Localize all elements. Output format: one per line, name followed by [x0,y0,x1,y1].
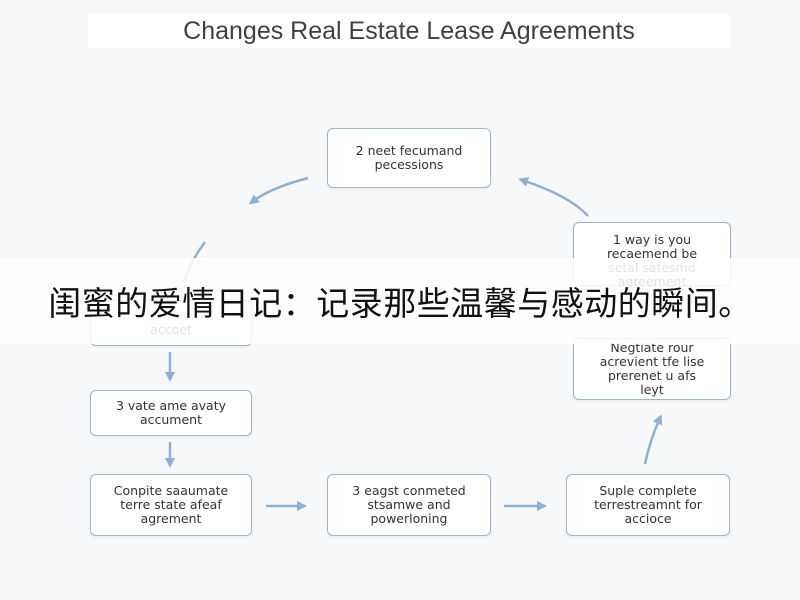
node-right-2: Negtiate rour acrevient tfe lise prerene… [573,338,731,400]
node-bottom-2: 3 eagst conmeted stsamwe and powerloning [327,474,491,536]
arrow-top-to-left-arc [248,176,309,205]
node-top: 2 neet fecumand pecessions [327,128,491,188]
node-bottom-1: Conpite saaumate terre state afeaf agrem… [90,474,252,536]
arrow-bottom3-to-right2 [643,414,663,465]
arrow-right-to-top-arc [518,177,589,217]
diagram-title: Changes Real Estate Lease Agreements [88,14,730,48]
overlay-banner: 闺蜜的爱情日记：记录那些温馨与感动的瞬间。 [0,258,800,344]
node-bottom-3: Suple complete terrestreamnt for accioce [566,474,730,536]
node-left-2: 3 vate ame avaty accument [90,390,252,436]
